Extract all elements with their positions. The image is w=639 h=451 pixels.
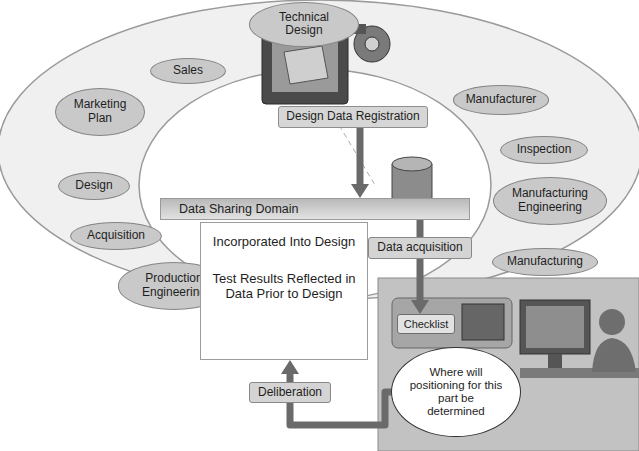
node-text: Design — [75, 179, 112, 193]
process-box: Incorporated Into DesignTest Results Ref… — [200, 222, 368, 360]
node-text: Manufacturer — [466, 93, 537, 107]
node-text: Sales — [173, 64, 203, 78]
process-box: Design Data Registration — [278, 106, 428, 128]
node-text: Incorporated Into Design — [213, 235, 355, 250]
checklist-frame — [392, 298, 512, 348]
node-text: Checklist — [404, 318, 449, 331]
node-text: Test Results Reflected in Data Prior to … — [211, 272, 357, 302]
data-band: Data Sharing Domain — [160, 198, 470, 220]
node-text: Marketing Plan — [70, 98, 129, 126]
checklist-label: Checklist — [397, 314, 456, 334]
node-text: Acquisition — [87, 229, 145, 243]
role-oval: Manufacturing — [492, 248, 597, 276]
node-text: Design Data Registration — [286, 110, 419, 124]
edge-label: Deliberation — [249, 382, 331, 404]
flow-arrow — [351, 128, 369, 198]
role-oval: Manufacturer — [453, 85, 550, 114]
speech-bubble: Where will positioning for this part be … — [391, 347, 520, 438]
node-text: Data Sharing Domain — [179, 202, 299, 216]
person-head — [599, 309, 625, 335]
photo-monitor — [520, 300, 590, 354]
role-oval: Marketing Plan — [55, 88, 145, 136]
role-oval: Technical Design — [249, 2, 359, 47]
role-oval: Design — [58, 172, 130, 200]
role-oval: Sales — [150, 58, 226, 84]
person-body — [592, 338, 636, 372]
edge-label: Data acquisition — [368, 237, 471, 259]
node-text: Technical Design — [271, 11, 337, 39]
node-text: Manufacturing Engineering — [511, 187, 589, 215]
node-text: Inspection — [517, 143, 572, 157]
role-oval: Inspection — [500, 136, 588, 164]
cad-part — [284, 46, 328, 84]
monitor-stand — [548, 354, 562, 368]
node-text: Where will positioning for this part be … — [409, 366, 503, 419]
node-text: Manufacturing — [507, 255, 583, 269]
photo-monitor-screen — [526, 306, 584, 348]
role-oval: Acquisition — [70, 222, 162, 250]
monitor-screen — [272, 40, 338, 92]
photo-panel — [378, 278, 639, 451]
checklist-screen — [462, 304, 504, 340]
flow-arrow — [411, 220, 429, 314]
database-top — [392, 157, 432, 171]
role-oval: Manufacturing Engineering — [493, 177, 607, 225]
machine-part-hole — [365, 37, 379, 51]
